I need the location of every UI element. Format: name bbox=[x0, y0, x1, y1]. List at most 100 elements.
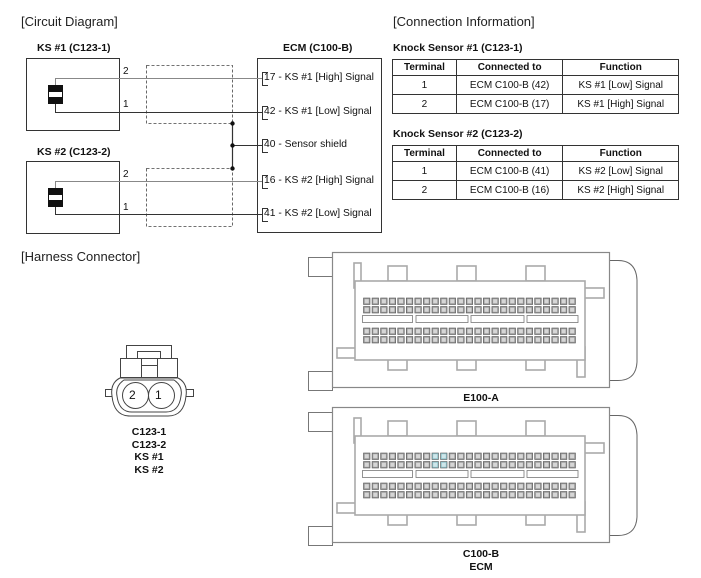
pin-75-face bbox=[364, 329, 369, 334]
harness-connector-title: [Harness Connector] bbox=[21, 249, 141, 264]
ks1-table-title: Knock Sensor #1 (C123-1) bbox=[393, 42, 523, 54]
key-slot bbox=[470, 470, 525, 478]
ks1-pin-upper: 2 bbox=[123, 66, 129, 77]
pin-76-face bbox=[570, 337, 575, 342]
pin-35-face bbox=[493, 307, 498, 312]
pin-96-face bbox=[398, 337, 404, 342]
pin-92-face bbox=[433, 492, 438, 497]
pin-71-face bbox=[398, 484, 404, 489]
pin-95-face bbox=[407, 337, 412, 342]
c100b-label: ECM bbox=[469, 560, 493, 573]
pin-59-face bbox=[501, 329, 506, 334]
pin-44-face bbox=[416, 307, 421, 312]
pin-60-face bbox=[493, 484, 498, 489]
circuit-diagram-title: [Circuit Diagram] bbox=[21, 14, 118, 29]
pin-1-face bbox=[570, 299, 575, 304]
pin-51-face bbox=[570, 329, 575, 334]
cell-connected-to: ECM C100-B (16) bbox=[455, 180, 564, 200]
table-header-row: Terminal Connected to Function bbox=[392, 59, 679, 76]
pin-21-face bbox=[398, 299, 404, 304]
ecm-label: ECM (C100-B) bbox=[283, 42, 353, 54]
c123-pin-1: 1 bbox=[155, 388, 162, 402]
pin-75-face bbox=[364, 484, 369, 489]
pin-43-face bbox=[424, 462, 429, 467]
pin-19-face bbox=[416, 299, 421, 304]
pin-58-face bbox=[510, 484, 515, 489]
key-tab bbox=[387, 265, 408, 282]
pin-8-face bbox=[510, 299, 515, 304]
pin-25-face bbox=[364, 454, 369, 459]
wire-ks2-low bbox=[55, 207, 262, 215]
pin-69-face bbox=[416, 484, 421, 489]
pin-5-face bbox=[535, 299, 540, 304]
ks2-pin-lower: 1 bbox=[123, 202, 129, 213]
pin-42-face bbox=[433, 307, 438, 312]
pin-77-face bbox=[561, 492, 566, 497]
pin-10-face bbox=[493, 454, 498, 459]
pin-44-face bbox=[416, 462, 421, 467]
ks1-box bbox=[26, 58, 120, 131]
cell-function: KS #1 [High] Signal bbox=[562, 94, 679, 114]
c100b-connector bbox=[308, 406, 638, 546]
pin-31-face bbox=[527, 307, 532, 312]
pin-77-face bbox=[561, 337, 566, 342]
cell-terminal: 2 bbox=[392, 94, 457, 114]
pin-38-face bbox=[467, 462, 472, 467]
pin-11-face bbox=[484, 454, 489, 459]
key-tab bbox=[387, 420, 408, 437]
pin-18-face bbox=[424, 454, 429, 459]
c123-label: KS #1 bbox=[134, 451, 164, 463]
pin-10-face bbox=[493, 299, 498, 304]
pin-27-face bbox=[561, 462, 566, 467]
pin-100-face bbox=[364, 492, 369, 497]
ecm-pin-brackets bbox=[262, 72, 268, 222]
pin-14-face bbox=[458, 454, 463, 459]
pin-13-face bbox=[467, 299, 472, 304]
ks2-label: KS #2 (C123-2) bbox=[37, 146, 111, 158]
key-tab bbox=[456, 265, 477, 282]
c123-label: C123-2 bbox=[131, 438, 167, 451]
pin-37-face bbox=[475, 462, 481, 467]
pin-58-face bbox=[510, 329, 515, 334]
ecm-pin-41: 41 - KS #2 [Low] Signal bbox=[264, 208, 372, 219]
pin-49-face bbox=[373, 307, 378, 312]
lock-lever bbox=[610, 415, 638, 536]
lock-lever bbox=[610, 260, 638, 381]
pin-46-face bbox=[398, 307, 404, 312]
pin-35-face bbox=[493, 462, 498, 467]
pin-30-face bbox=[535, 462, 540, 467]
pin-27-face bbox=[561, 307, 566, 312]
pin-69-face bbox=[416, 329, 421, 334]
pin-17-face bbox=[433, 299, 438, 304]
ks1-connection-table: Terminal Connected to Function 1 ECM C10… bbox=[392, 59, 679, 114]
pin-99-face bbox=[373, 492, 378, 497]
cell-connected-to: ECM C100-B (17) bbox=[455, 94, 564, 114]
pin-41-face bbox=[441, 307, 446, 312]
pin-40-face bbox=[450, 462, 455, 467]
pin-88-face bbox=[467, 337, 472, 342]
key-tab bbox=[525, 265, 546, 282]
pin-42-face bbox=[433, 462, 438, 467]
pin-4-face bbox=[544, 454, 549, 459]
pin-17-face bbox=[433, 454, 438, 459]
ks2-pin-upper: 2 bbox=[123, 169, 129, 180]
table-row: 1 ECM C100-B (42) KS #1 [Low] Signal bbox=[392, 75, 679, 95]
key-slot bbox=[362, 315, 413, 323]
ecm-pin-17: 17 - KS #1 [High] Signal bbox=[264, 72, 374, 83]
pin-37-face bbox=[475, 307, 481, 312]
pin-97-face bbox=[390, 492, 395, 497]
pin-83-face bbox=[510, 492, 515, 497]
mount-tab bbox=[308, 526, 333, 546]
pin-50-face bbox=[364, 307, 369, 312]
pin-4-face bbox=[544, 299, 549, 304]
pin-86-face bbox=[484, 337, 489, 342]
pin-16-face bbox=[441, 454, 446, 459]
pin-2-face bbox=[561, 454, 566, 459]
pin-61-face bbox=[484, 329, 489, 334]
wire-ks1-low bbox=[55, 104, 262, 113]
shield-box-2 bbox=[146, 168, 233, 227]
pin-56-face bbox=[527, 484, 532, 489]
pin-32-face bbox=[518, 462, 523, 467]
